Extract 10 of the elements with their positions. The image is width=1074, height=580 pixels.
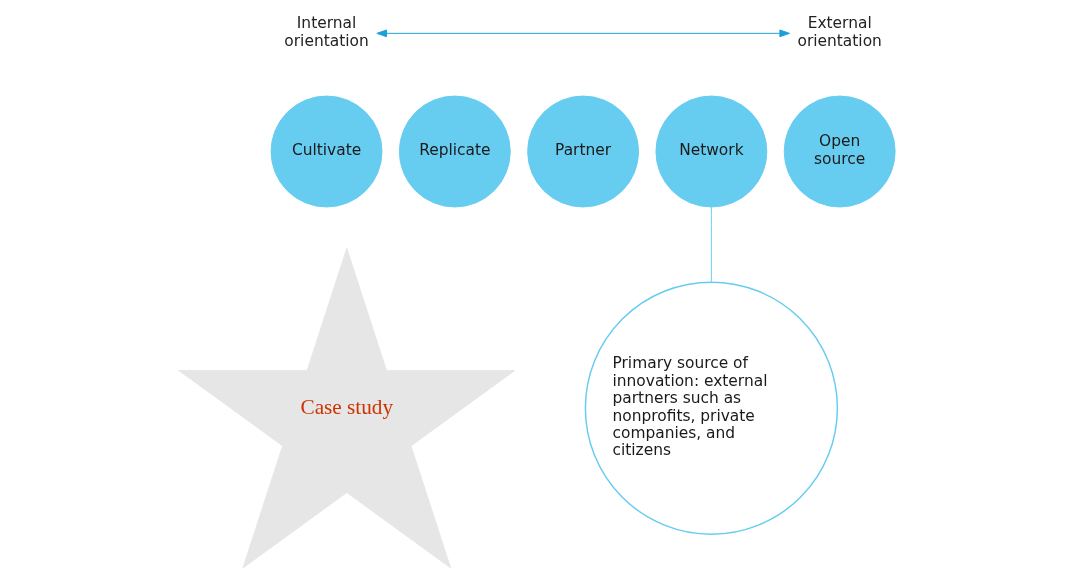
arrow xyxy=(376,29,790,38)
node-circle: Replicate xyxy=(398,95,511,208)
node-circle: Primary source of innovation: external partners such as nonprofits, private companies, and citizens xyxy=(584,281,839,535)
connector xyxy=(710,206,712,283)
node-circle: Open source xyxy=(783,95,896,208)
node-circle: Partner xyxy=(527,95,640,208)
node-text: External orientation xyxy=(797,14,882,50)
node-text: Internal orientation xyxy=(284,14,369,50)
node-circle: Network xyxy=(655,95,768,208)
node-circle: Cultivate xyxy=(270,95,383,208)
